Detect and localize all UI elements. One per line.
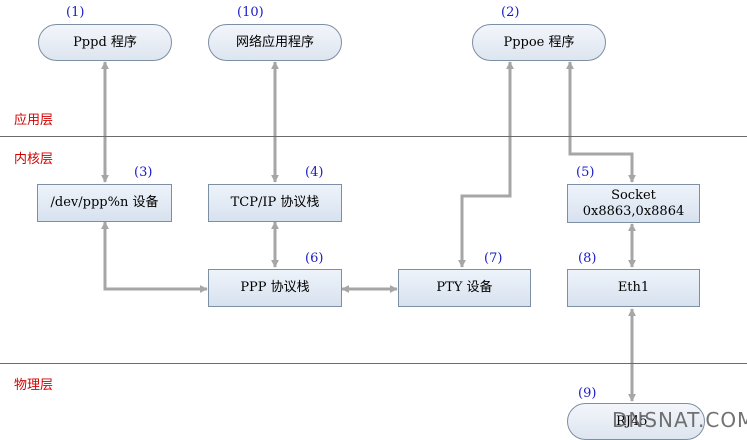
- node-pty: PTY 设备: [398, 269, 531, 307]
- layer-label-kernel: 内核层: [14, 152, 54, 167]
- arrow-pppoe-pty: [458, 61, 514, 268]
- watermark-text: DNSNAT.COM: [612, 408, 747, 432]
- layer-label-app: 应用层: [14, 113, 54, 128]
- node-number-pty: (7): [484, 251, 503, 266]
- app-kernel-divider: [0, 136, 747, 137]
- node-devppp: /dev/ppp%n 设备: [37, 184, 172, 222]
- node-number-devppp: (3): [134, 165, 153, 180]
- node-number-rj45: (9): [578, 386, 597, 401]
- node-eth1: Eth1: [567, 269, 700, 307]
- node-pppd: Pppd 程序: [38, 24, 172, 61]
- kernel-physical-divider: [0, 363, 747, 364]
- node-number-ppp: (6): [305, 251, 324, 266]
- node-socket: Socket 0x8863,0x8864: [567, 184, 700, 223]
- node-number-pppoe: (2): [501, 5, 520, 20]
- layer-label-physical: 物理层: [14, 378, 54, 393]
- node-number-tcpip: (4): [305, 165, 324, 180]
- arrow-devppp-ppp: [101, 221, 208, 293]
- node-number-socket: (5): [576, 165, 595, 180]
- node-number-netapp: (10): [237, 5, 264, 20]
- node-ppp: PPP 协议栈: [208, 269, 342, 307]
- node-pppoe: Pppoe 程序: [472, 24, 606, 61]
- node-number-eth1: (8): [578, 251, 597, 266]
- node-netapp: 网络应用程序: [208, 24, 342, 61]
- node-number-pppd: (1): [66, 5, 85, 20]
- arrow-pppoe-socket: [566, 61, 636, 183]
- node-tcpip: TCP/IP 协议栈: [208, 184, 342, 222]
